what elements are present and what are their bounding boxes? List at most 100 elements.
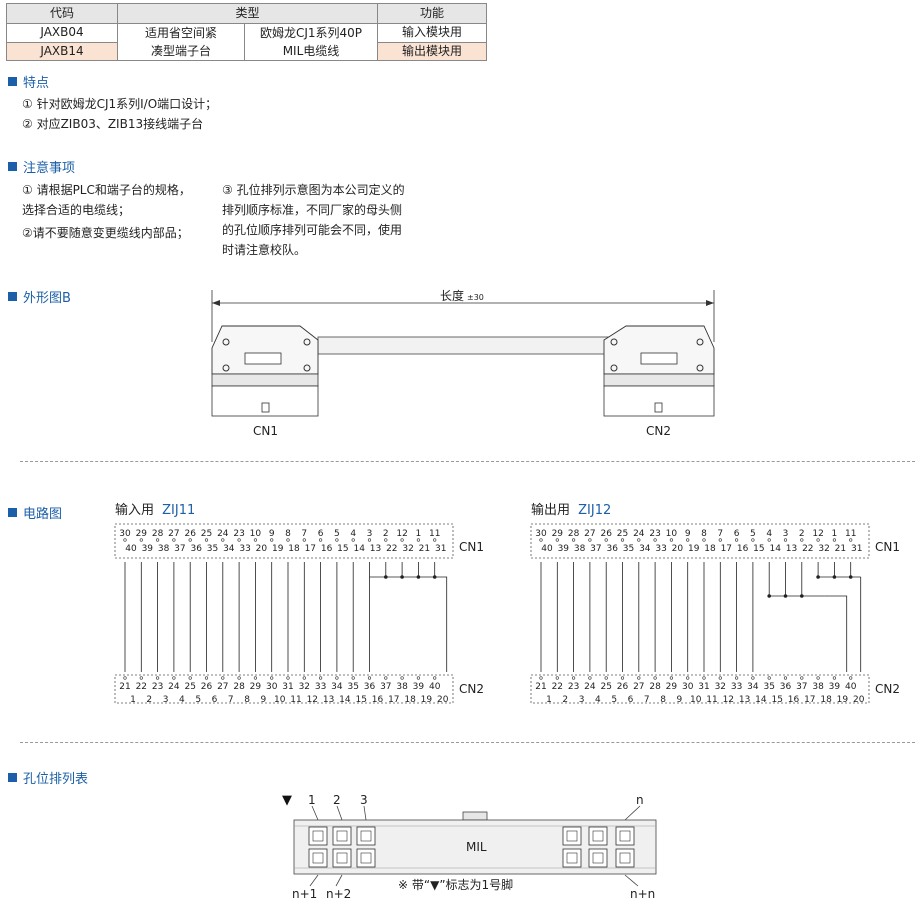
cn2-top-pin-label: 32	[715, 682, 726, 692]
cn2-bottom-pin-label: 2	[146, 695, 152, 705]
cn2-bottom-pin-label: 14	[339, 695, 351, 705]
section-marker-icon	[8, 773, 17, 782]
pin-hole	[615, 826, 635, 846]
cn2-top-pin-label: 26	[617, 682, 629, 692]
circuit-right-prefix: 输出用	[531, 503, 571, 518]
pin-label-2: 2	[333, 793, 341, 807]
cn2-bottom-pin-label: 11	[290, 695, 301, 705]
pin-hole	[356, 848, 376, 868]
cn1-bottom-pin-label: 16	[321, 544, 333, 554]
feature-item: ① 针对欧姆龙CJ1系列I/O端口设计；	[22, 97, 218, 111]
cn1-bottom-pin-label: 13	[786, 544, 797, 554]
cn1-bottom-pin-label: 37	[174, 544, 185, 554]
pinout-diagram: ▼ 1 2 3 n MIL n+1 n+2 ※ 带“▼”标志为1号脚 n+n	[282, 793, 657, 901]
cn1-top-pin-label: 26	[600, 529, 612, 539]
cn2-bottom-pin-label: 16	[372, 695, 384, 705]
cn1-bottom-pin-label: 32	[818, 544, 829, 554]
cn1-bottom-pin-label: 32	[402, 544, 413, 554]
pin-label-1: 1	[308, 793, 316, 807]
cn1-top-pin-label: 11	[429, 529, 440, 539]
notes-col1: ① 请根据PLC和端子台的规格， 选择合适的电缆线； ②请不要随意变更缆线内部品…	[22, 180, 191, 243]
cn1-bottom-pin-label: 38	[158, 544, 170, 554]
cn2-bottom-pin-label: 16	[788, 695, 800, 705]
outline-cn1-label: CN1	[253, 424, 278, 438]
cn1-top-pin-label: 30	[119, 529, 131, 539]
cn2-bottom-pin-label: 9	[677, 695, 683, 705]
cn1-top-pin-label: 6	[734, 529, 740, 539]
cn1-label: CN1	[875, 540, 900, 554]
divider	[20, 742, 915, 743]
cn1-top-pin-label: 29	[136, 529, 148, 539]
cn1-top-pin-label: 24	[217, 529, 229, 539]
cn1-bottom-pin-label: 14	[769, 544, 781, 554]
cn1-top-pin-label: 2	[799, 529, 805, 539]
cn1-top-pin-label: 9	[269, 529, 275, 539]
section-marker-icon	[8, 508, 17, 517]
cn1-top-pin-label: 6	[318, 529, 324, 539]
circuit-title-text: 电路图	[23, 507, 63, 522]
cn2-top-pin-label: 30	[266, 682, 278, 692]
cn2-top-pin-label: 25	[184, 682, 195, 692]
type1-line2: 凑型端子台	[150, 44, 211, 58]
cn2-bottom-pin-label: 18	[404, 695, 416, 705]
pin-hole	[356, 826, 376, 846]
cn2-bottom-pin-label: 4	[595, 695, 601, 705]
cn2-top-pin-label: 40	[429, 682, 441, 692]
cn2-bottom-pin-label: 1	[130, 695, 136, 705]
pin-hole	[332, 848, 352, 868]
note-line: ②请不要随意变更缆线内部品；	[22, 226, 189, 240]
cn1-bottom-pin-label: 20	[672, 544, 684, 554]
cn2-bottom-pin-label: 10	[274, 695, 286, 705]
type1-line1: 适用省空间紧	[144, 26, 217, 40]
section-marker-icon	[8, 292, 17, 301]
cn1-bottom-pin-label: 35	[623, 544, 634, 554]
cn2-bottom-pin-label: 5	[611, 695, 617, 705]
cn2-top-pin-label: 31	[282, 682, 293, 692]
note-line: 时请注意校队。	[222, 243, 307, 257]
cn1-top-pin-label: 29	[552, 529, 564, 539]
pin-hole	[562, 826, 582, 846]
cn1-top-pin-label: 1	[416, 529, 422, 539]
code-cell: JAXB04	[6, 23, 118, 43]
cn1-top-pin-label: 25	[617, 529, 628, 539]
features-title-text: 特点	[23, 76, 50, 91]
section-marker-icon	[8, 162, 17, 171]
type2-line2: MIL电缆线	[282, 44, 340, 58]
cn2-top-pin-label: 37	[796, 682, 807, 692]
pin-hole	[588, 826, 608, 846]
cn2-bottom-pin-label: 17	[804, 695, 815, 705]
cn2-top-pin-label: 21	[535, 682, 546, 692]
cn1-top-pin-label: 30	[535, 529, 547, 539]
cn2-bottom-pin-label: 20	[437, 695, 449, 705]
cn1-bottom-pin-label: 17	[721, 544, 732, 554]
cn1-bottom-pin-label: 34	[223, 544, 235, 554]
cn2-top-pin-label: 30	[682, 682, 694, 692]
section-marker-icon	[8, 77, 17, 86]
cn1-bottom-pin-label: 16	[737, 544, 749, 554]
cn1-top-pin-label: 26	[184, 529, 196, 539]
cn1-bottom-pin-label: 15	[753, 544, 764, 554]
cn2-bottom-pin-label: 5	[195, 695, 201, 705]
type2-line1: 欧姆龙CJ1系列40P	[259, 26, 363, 40]
cn2-bottom-pin-label: 18	[820, 695, 832, 705]
pinout-note: ※ 带“▼”标志为1号脚	[398, 877, 513, 892]
cn1-bottom-pin-label: 39	[142, 544, 154, 554]
outline-cn2-label: CN2	[646, 424, 671, 438]
cn1-top-pin-label: 8	[285, 529, 291, 539]
cn1-top-pin-label: 24	[633, 529, 645, 539]
cn1-bottom-pin-label: 31	[851, 544, 862, 554]
pinout-title: 孔位排列表	[8, 768, 88, 787]
cn2-top-pin-label: 40	[845, 682, 857, 692]
cn1-bottom-pin-label: 33	[655, 544, 666, 554]
cn2-bottom-pin-label: 3	[579, 695, 585, 705]
cn2-bottom-pin-label: 7	[644, 695, 650, 705]
cn1-top-pin-label: 28	[568, 529, 580, 539]
cn2-top-pin-label: 34	[331, 682, 343, 692]
cn2-top-pin-label: 24	[168, 682, 180, 692]
header-type: 类型	[117, 3, 378, 24]
length-label: 长度	[440, 288, 464, 303]
cn1-bottom-pin-label: 19	[688, 544, 700, 554]
cn1-bottom-pin-label: 40	[541, 544, 553, 554]
cn1-bottom-pin-label: 22	[386, 544, 397, 554]
cn2-top-pin-label: 36	[780, 682, 792, 692]
